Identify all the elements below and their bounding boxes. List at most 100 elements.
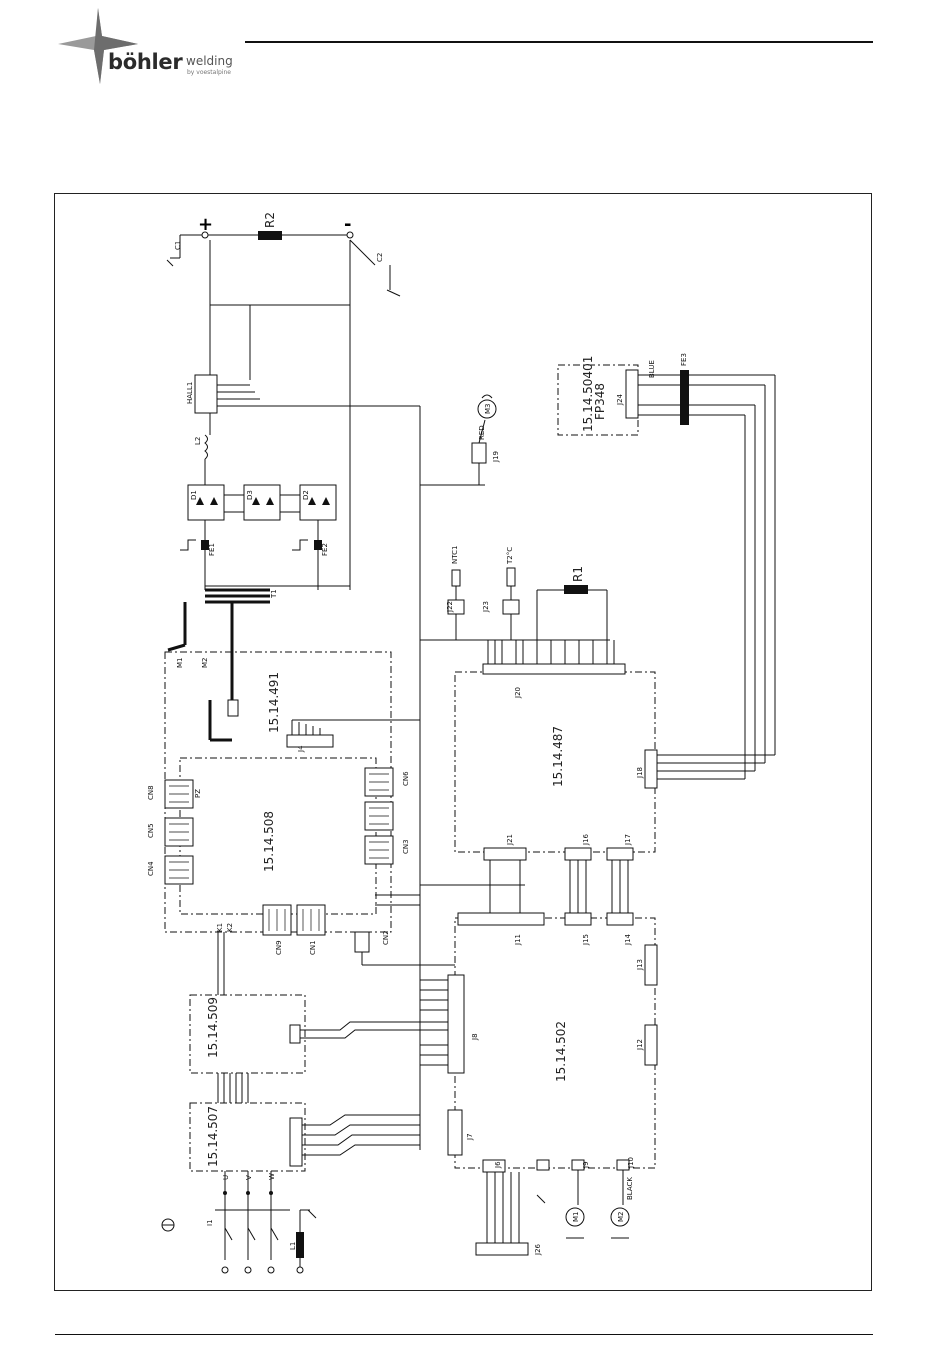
j7-label: J7 xyxy=(466,1133,474,1141)
j16-label: J16 xyxy=(582,833,590,846)
cn2-connector xyxy=(536,1159,550,1171)
fe3-label: FE3 xyxy=(680,353,688,366)
j9-label: J9 xyxy=(582,1161,590,1169)
cn3-label: CN3 xyxy=(402,839,410,854)
hall-label: HALL1 xyxy=(186,382,194,404)
i1-label: I1 xyxy=(206,1219,214,1226)
red-wire-label: RED xyxy=(478,425,486,440)
j20-connector xyxy=(482,589,626,675)
j23-connector xyxy=(502,599,520,615)
j14-connector xyxy=(606,912,634,926)
label-15-14-509: 15.14.509 xyxy=(206,997,220,1058)
terminal-m1: M1 xyxy=(176,658,184,669)
t1-label: T1 xyxy=(270,589,278,599)
cn1-label: CN1 xyxy=(309,940,317,955)
j20-label: J20 xyxy=(514,687,522,699)
j17-label: J17 xyxy=(624,834,632,846)
fe1-label: FE1 xyxy=(208,543,216,556)
j13-label: J13 xyxy=(636,959,644,971)
t2-label: T2°C xyxy=(506,547,514,565)
j23-label: J23 xyxy=(482,601,490,613)
j6-connector xyxy=(482,1159,506,1173)
blue-wire-label: BLUE xyxy=(648,360,656,378)
output-minus-label: - xyxy=(344,214,351,235)
j15-connector xyxy=(564,912,592,926)
m3-label: M3 xyxy=(484,404,492,415)
terminal-w: W xyxy=(268,1173,276,1180)
j22-label: J22 xyxy=(446,601,454,613)
cn6-label: CN6 xyxy=(402,771,410,786)
diode-bridges xyxy=(187,484,337,521)
m2-label: M2 xyxy=(617,1212,625,1223)
terminal-v: V xyxy=(245,1175,253,1180)
j6-label: J6 xyxy=(494,1161,502,1169)
terminal-k1: K1 xyxy=(216,923,224,932)
cn2-j5-label: CN2 xyxy=(382,930,390,945)
fan-m1-icon xyxy=(565,1207,585,1227)
board-15-14-508 xyxy=(179,757,377,915)
d3-label: D3 xyxy=(246,490,254,500)
fan-m2-icon xyxy=(610,1207,630,1227)
j15-label: J15 xyxy=(582,934,590,946)
j26-label: J26 xyxy=(534,1243,542,1256)
j26-connector xyxy=(475,1242,529,1256)
j21-connector xyxy=(483,847,527,861)
fe2-label: FE2 xyxy=(321,543,329,556)
label-15-14-508: 15.14.508 xyxy=(262,811,276,872)
r2-label: R2 xyxy=(263,212,277,228)
j21-label: J21 xyxy=(506,834,514,846)
terminal-u: U xyxy=(222,1175,230,1180)
c2-label: C2 xyxy=(376,253,384,262)
cn8-label: CN8 xyxy=(147,785,155,800)
terminal-k2: K2 xyxy=(226,923,234,932)
footer-rule xyxy=(55,1334,873,1335)
j12-connector xyxy=(644,1024,658,1066)
pz-connectors xyxy=(164,767,394,936)
cn5-label: CN5 xyxy=(147,823,155,838)
header-rule xyxy=(245,41,873,43)
j8-connector xyxy=(420,974,465,1074)
j13-connector xyxy=(644,944,658,986)
d2-label: D2 xyxy=(302,490,310,500)
j24-connector xyxy=(625,369,639,419)
label-15-14-502: 15.14.502 xyxy=(554,1021,568,1082)
output-section xyxy=(166,231,401,590)
brand-sub: welding xyxy=(186,54,233,68)
bohler-logo-icon xyxy=(58,8,138,84)
label-fp-code: 15.14.50401 xyxy=(581,356,595,432)
c1-label: C1 xyxy=(174,241,182,250)
black-wire-label: BLACK xyxy=(626,1177,634,1200)
j16-connector xyxy=(564,847,592,861)
mains-switch-i1[interactable] xyxy=(161,1171,290,1274)
j4-label: J4 xyxy=(297,745,305,753)
j7-connector xyxy=(447,1109,463,1156)
j17-connector xyxy=(606,847,634,861)
label-15-14-487: 15.14.487 xyxy=(551,726,565,787)
ntc1-sensor xyxy=(451,569,461,587)
brand-name: böhler xyxy=(108,50,183,74)
l1-label: L1 xyxy=(289,1242,297,1250)
j14-label: J14 xyxy=(624,933,632,946)
j18-label: J18 xyxy=(636,767,644,779)
j10-label: J10 xyxy=(627,1157,635,1169)
m1-label: M1 xyxy=(572,1212,580,1223)
j8-label: J8 xyxy=(471,1033,479,1041)
hall-sensor xyxy=(194,374,218,414)
j4-connector xyxy=(286,719,391,748)
j19-label: J19 xyxy=(492,451,500,463)
d1-label: D1 xyxy=(190,490,198,500)
r1-resistor xyxy=(564,585,588,594)
j12-label: J12 xyxy=(636,1039,644,1051)
j11-connector xyxy=(457,912,545,926)
cn4-label: CN4 xyxy=(147,861,155,876)
l2-inductor xyxy=(204,434,208,460)
transformer-t1 xyxy=(167,585,350,742)
diagram-frame xyxy=(54,193,872,1291)
j24-label: J24 xyxy=(616,393,624,406)
j18-connector xyxy=(644,749,658,789)
t2-thermal-switch xyxy=(506,567,516,587)
pz-label: PZ xyxy=(194,789,202,798)
label-fp-name: FP348 xyxy=(593,383,607,420)
